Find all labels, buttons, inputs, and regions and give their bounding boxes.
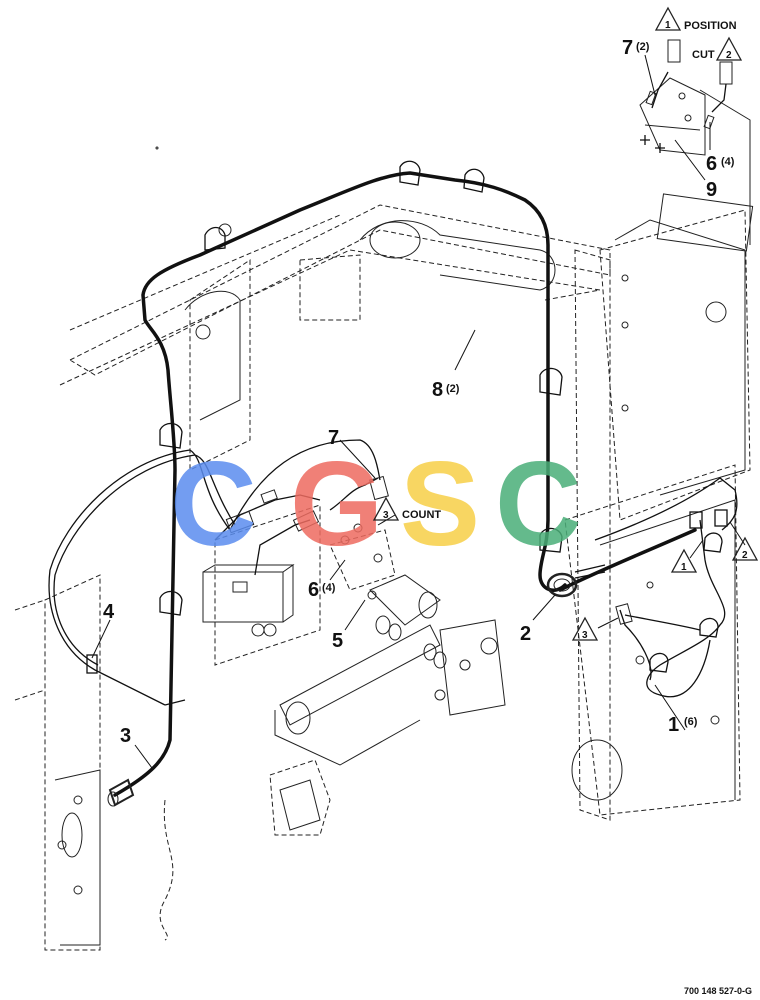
svg-text:1: 1 xyxy=(681,562,687,573)
svg-text:(2): (2) xyxy=(636,41,650,53)
svg-text:5: 5 xyxy=(332,630,343,652)
cable-end-connector xyxy=(107,778,174,941)
harness-main-cable xyxy=(113,171,697,797)
svg-text:1: 1 xyxy=(668,714,679,736)
callout-9: 9 xyxy=(706,179,717,201)
callout-5: 5 xyxy=(332,630,343,652)
svg-text:7: 7 xyxy=(328,427,339,449)
callout-7b: 7 (2) xyxy=(622,37,650,59)
watermark-letter-4: C xyxy=(495,437,582,571)
flag-3: 3 xyxy=(571,616,599,641)
watermark: C G S C xyxy=(170,437,582,571)
svg-text:1: 1 xyxy=(665,20,671,31)
sensor-cables xyxy=(214,475,389,600)
svg-text:7: 7 xyxy=(622,37,633,59)
callout-8: 8 (2) xyxy=(432,379,460,401)
svg-text:COUNT: COUNT xyxy=(402,509,441,521)
svg-text:POSITION: POSITION xyxy=(684,20,737,32)
right-harness xyxy=(594,477,738,698)
callout-3: 3 xyxy=(120,725,131,747)
grommet xyxy=(546,564,606,598)
flag-2: 2 xyxy=(731,536,759,561)
svg-text:2: 2 xyxy=(726,50,732,61)
svg-text:3: 3 xyxy=(383,510,389,521)
callout-6b: 6 (4) xyxy=(706,153,735,175)
svg-text:3: 3 xyxy=(120,725,131,747)
note-1-position: 1 POSITION xyxy=(654,6,737,32)
svg-text:(2): (2) xyxy=(446,383,460,395)
watermark-letter-3: S xyxy=(400,437,480,571)
svg-text:8: 8 xyxy=(432,379,443,401)
callout-2: 2 xyxy=(520,623,531,645)
callout-4: 4 xyxy=(103,601,115,623)
svg-text:9: 9 xyxy=(706,179,717,201)
svg-text:2: 2 xyxy=(520,623,531,645)
detail-inset xyxy=(639,39,751,245)
watermark-letter-2: G xyxy=(290,437,383,571)
svg-text:4: 4 xyxy=(103,601,115,623)
callout-1: 1 (6) xyxy=(668,714,698,736)
callout-7a: 7 xyxy=(328,427,339,449)
note-3-count: 3 COUNT xyxy=(372,496,441,521)
note-2-cut: 2 CUT xyxy=(692,36,743,61)
svg-text:2: 2 xyxy=(742,550,748,561)
svg-text:CUT: CUT xyxy=(692,49,715,61)
cable-clamps xyxy=(86,160,563,674)
drawing-number: 700 148 527-0-G xyxy=(684,986,752,996)
svg-text:(4): (4) xyxy=(721,156,735,168)
watermark-letter-1: C xyxy=(170,437,257,571)
svg-text:6: 6 xyxy=(706,153,717,175)
svg-text:3: 3 xyxy=(582,630,588,641)
callout-6a: 6 (4) xyxy=(308,579,336,601)
flag-1: 1 xyxy=(670,548,698,573)
leader-lines xyxy=(91,54,746,769)
svg-text:6: 6 xyxy=(308,579,319,601)
svg-text:(6): (6) xyxy=(684,716,698,728)
loop-cable xyxy=(48,439,381,706)
svg-text:(4): (4) xyxy=(322,582,336,594)
machine-frame xyxy=(14,146,754,951)
